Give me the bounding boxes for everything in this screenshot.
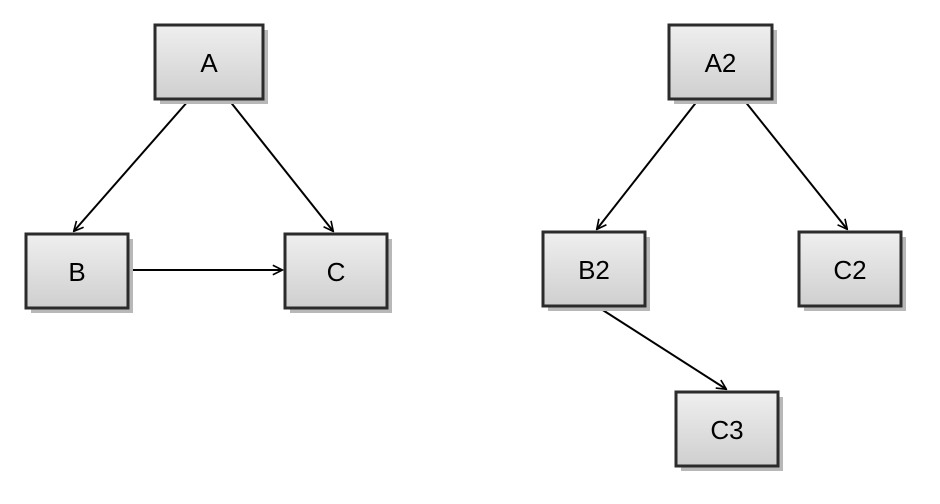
node-c3[interactable]: C3 bbox=[674, 390, 783, 471]
node-b[interactable]: B bbox=[24, 232, 133, 313]
edge-a2-to-b2[interactable] bbox=[597, 99, 699, 229]
node-label: A bbox=[200, 48, 218, 78]
node-box[interactable] bbox=[153, 23, 265, 101]
node-label: C2 bbox=[833, 255, 866, 285]
node-box[interactable] bbox=[24, 232, 130, 310]
node-box[interactable] bbox=[667, 23, 774, 101]
node-label: C bbox=[327, 257, 346, 287]
edge-layer bbox=[74, 99, 847, 389]
edge-b2-to-c3[interactable] bbox=[597, 306, 726, 389]
node-a[interactable]: A bbox=[153, 23, 268, 104]
node-box[interactable] bbox=[541, 230, 647, 308]
node-label: B2 bbox=[578, 255, 610, 285]
node-label: B bbox=[68, 257, 85, 287]
node-c2[interactable]: C2 bbox=[797, 230, 906, 311]
node-b2[interactable]: B2 bbox=[541, 230, 650, 311]
node-layer: A B C A2 B2 C2 bbox=[24, 23, 906, 471]
node-label: C3 bbox=[710, 415, 743, 445]
node-box[interactable] bbox=[797, 230, 903, 308]
node-a2[interactable]: A2 bbox=[667, 23, 777, 104]
node-box[interactable] bbox=[674, 390, 780, 468]
node-label: A2 bbox=[705, 48, 737, 78]
edge-a-to-b[interactable] bbox=[74, 99, 190, 231]
edge-a-to-c[interactable] bbox=[228, 99, 333, 231]
node-box[interactable] bbox=[283, 232, 389, 310]
edge-a2-to-c2[interactable] bbox=[743, 99, 847, 229]
node-c[interactable]: C bbox=[283, 232, 392, 313]
